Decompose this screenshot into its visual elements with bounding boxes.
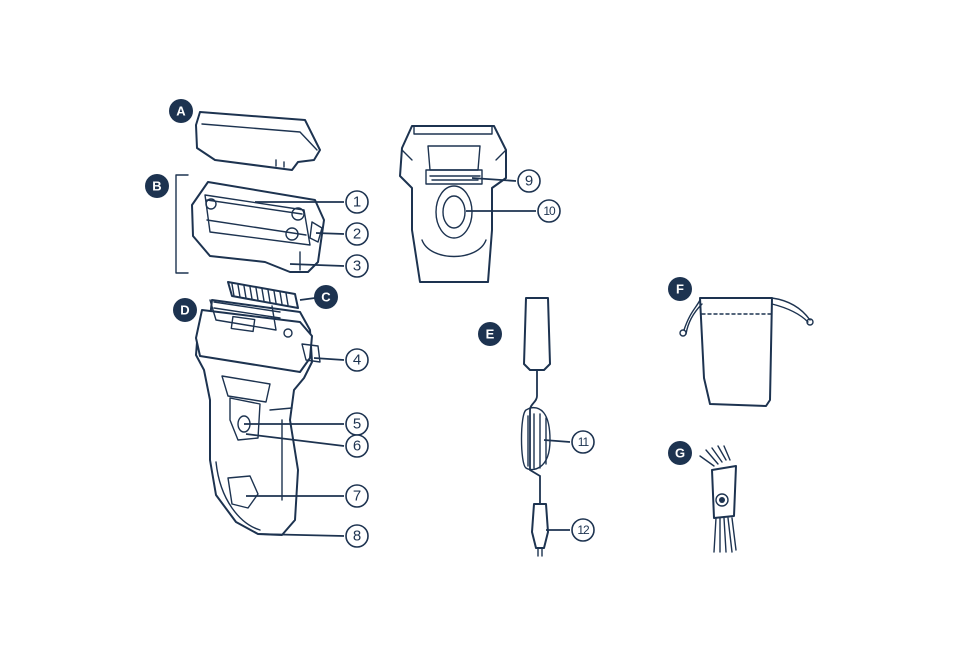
label-e-text: E bbox=[486, 327, 495, 342]
pouch bbox=[680, 298, 813, 406]
label-g-badge: G bbox=[668, 441, 692, 465]
label-f-text: F bbox=[676, 282, 684, 297]
label-f-badge: F bbox=[668, 277, 692, 301]
callout-2: 2 bbox=[346, 223, 368, 245]
callout-10: 10 bbox=[538, 200, 560, 222]
outer-frame bbox=[176, 175, 324, 273]
callout-4-text: 4 bbox=[353, 352, 361, 369]
label-e-badge: E bbox=[478, 322, 502, 346]
label-d-text: D bbox=[180, 303, 189, 318]
outer-cover bbox=[196, 112, 320, 170]
callout-12: 12 bbox=[572, 519, 594, 541]
callout-11-text: 11 bbox=[578, 435, 590, 449]
callout-7: 7 bbox=[346, 485, 368, 507]
label-a-badge: A bbox=[169, 99, 193, 123]
cleaning-brush bbox=[700, 446, 736, 552]
shaver-back-view bbox=[400, 126, 506, 282]
label-d-badge: D bbox=[173, 298, 197, 322]
callout-6-text: 6 bbox=[353, 438, 361, 455]
callout-9: 9 bbox=[518, 170, 540, 192]
label-c-text: C bbox=[321, 290, 331, 305]
ac-adaptor bbox=[522, 298, 551, 556]
callout-3-text: 3 bbox=[353, 258, 361, 275]
callout-3: 3 bbox=[346, 255, 368, 277]
callout-12-text: 12 bbox=[577, 523, 590, 537]
callout-5-text: 5 bbox=[353, 416, 361, 433]
main-body bbox=[196, 300, 320, 535]
label-b-badge: B bbox=[145, 174, 169, 198]
callout-10-text: 10 bbox=[543, 204, 556, 218]
label-g-text: G bbox=[675, 446, 685, 461]
callout-2-text: 2 bbox=[353, 226, 361, 243]
callout-1-text: 1 bbox=[353, 194, 361, 211]
callout-9-text: 9 bbox=[525, 173, 533, 190]
callout-8: 8 bbox=[346, 525, 368, 547]
label-c-badge: C bbox=[314, 285, 338, 309]
callout-4: 4 bbox=[346, 349, 368, 371]
callout-11: 11 bbox=[572, 431, 594, 453]
callout-7-text: 7 bbox=[353, 488, 361, 505]
label-b-text: B bbox=[152, 179, 161, 194]
callout-6: 6 bbox=[346, 435, 368, 457]
callout-1: 1 bbox=[346, 191, 368, 213]
callout-8-text: 8 bbox=[353, 528, 361, 545]
callout-5: 5 bbox=[346, 413, 368, 435]
label-a-text: A bbox=[176, 104, 186, 119]
